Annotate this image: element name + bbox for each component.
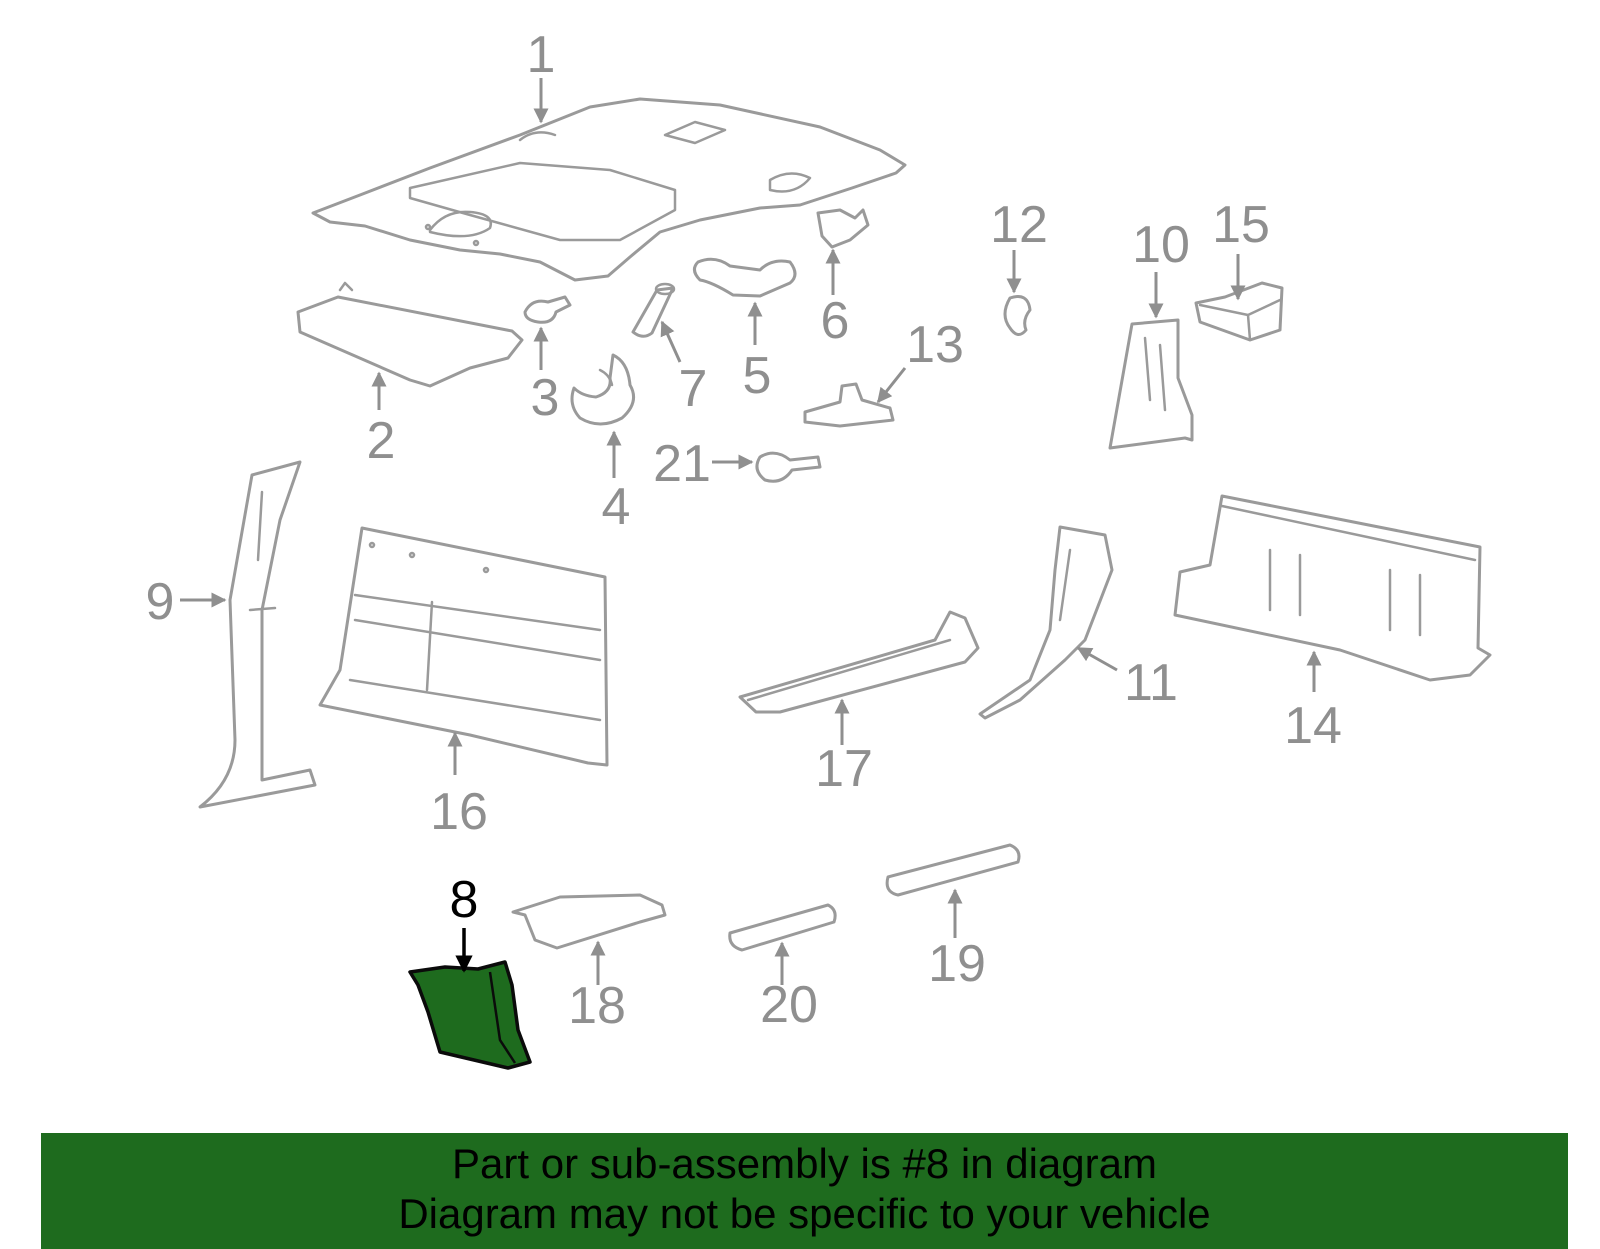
callout-16: 16	[430, 783, 488, 841]
part-2-sun-visor	[296, 281, 524, 388]
callout-8: 8	[450, 871, 479, 929]
part-14-rear-panel	[1173, 494, 1492, 682]
callout-14: 14	[1284, 697, 1342, 755]
callout-6: 6	[821, 292, 850, 350]
callout-12: 12	[990, 196, 1048, 254]
part-17-sill-plate	[738, 610, 980, 714]
info-banner: Part or sub-assembly is #8 in diagram Di…	[41, 1133, 1568, 1249]
callout-5: 5	[743, 347, 772, 405]
callout-7: 7	[679, 360, 708, 418]
leader-7	[660, 320, 682, 363]
leader-11	[1076, 646, 1118, 672]
part-13-garnish	[803, 382, 895, 428]
part-18-step-pad	[511, 893, 667, 950]
banner-disclaimer-line: Diagram may not be specific to your vehi…	[398, 1190, 1211, 1237]
part-11-pillar-trim	[978, 525, 1114, 720]
callout-9: 9	[146, 573, 175, 631]
part-19-scuff-strip	[885, 843, 1021, 897]
part-10-pillar-trim	[1108, 318, 1194, 450]
part-5-grab-handle	[693, 257, 797, 298]
callout-10: 10	[1132, 216, 1190, 274]
leader-13	[876, 367, 907, 404]
part-4-bracket	[570, 353, 636, 426]
part-1-headliner	[311, 97, 907, 282]
part-3-visor-clip	[523, 295, 572, 324]
callout-4: 4	[602, 478, 631, 536]
part-21-retainer	[755, 451, 822, 483]
callout-17: 17	[815, 740, 873, 798]
callout-18: 18	[568, 977, 626, 1035]
callout-13: 13	[906, 316, 964, 374]
part-16-back-panel	[318, 526, 609, 767]
part-7-cap	[631, 282, 676, 338]
part-9-pillar-trim	[198, 460, 317, 809]
callout-21: 21	[653, 435, 711, 493]
banner-part-line: Part or sub-assembly is #8 in diagram	[452, 1140, 1157, 1187]
callout-2: 2	[367, 412, 396, 470]
part-6-coat-hook	[816, 208, 870, 249]
callout-19: 19	[928, 935, 986, 993]
callout-15: 15	[1212, 196, 1270, 254]
callout-11: 11	[1124, 654, 1178, 712]
callout-3: 3	[531, 369, 560, 427]
part-12-clip	[1003, 295, 1032, 336]
part-20-scuff-strip	[728, 903, 837, 952]
callout-1: 1	[527, 26, 556, 84]
part-8-kick-panel	[408, 960, 532, 1070]
callout-20: 20	[760, 976, 818, 1034]
